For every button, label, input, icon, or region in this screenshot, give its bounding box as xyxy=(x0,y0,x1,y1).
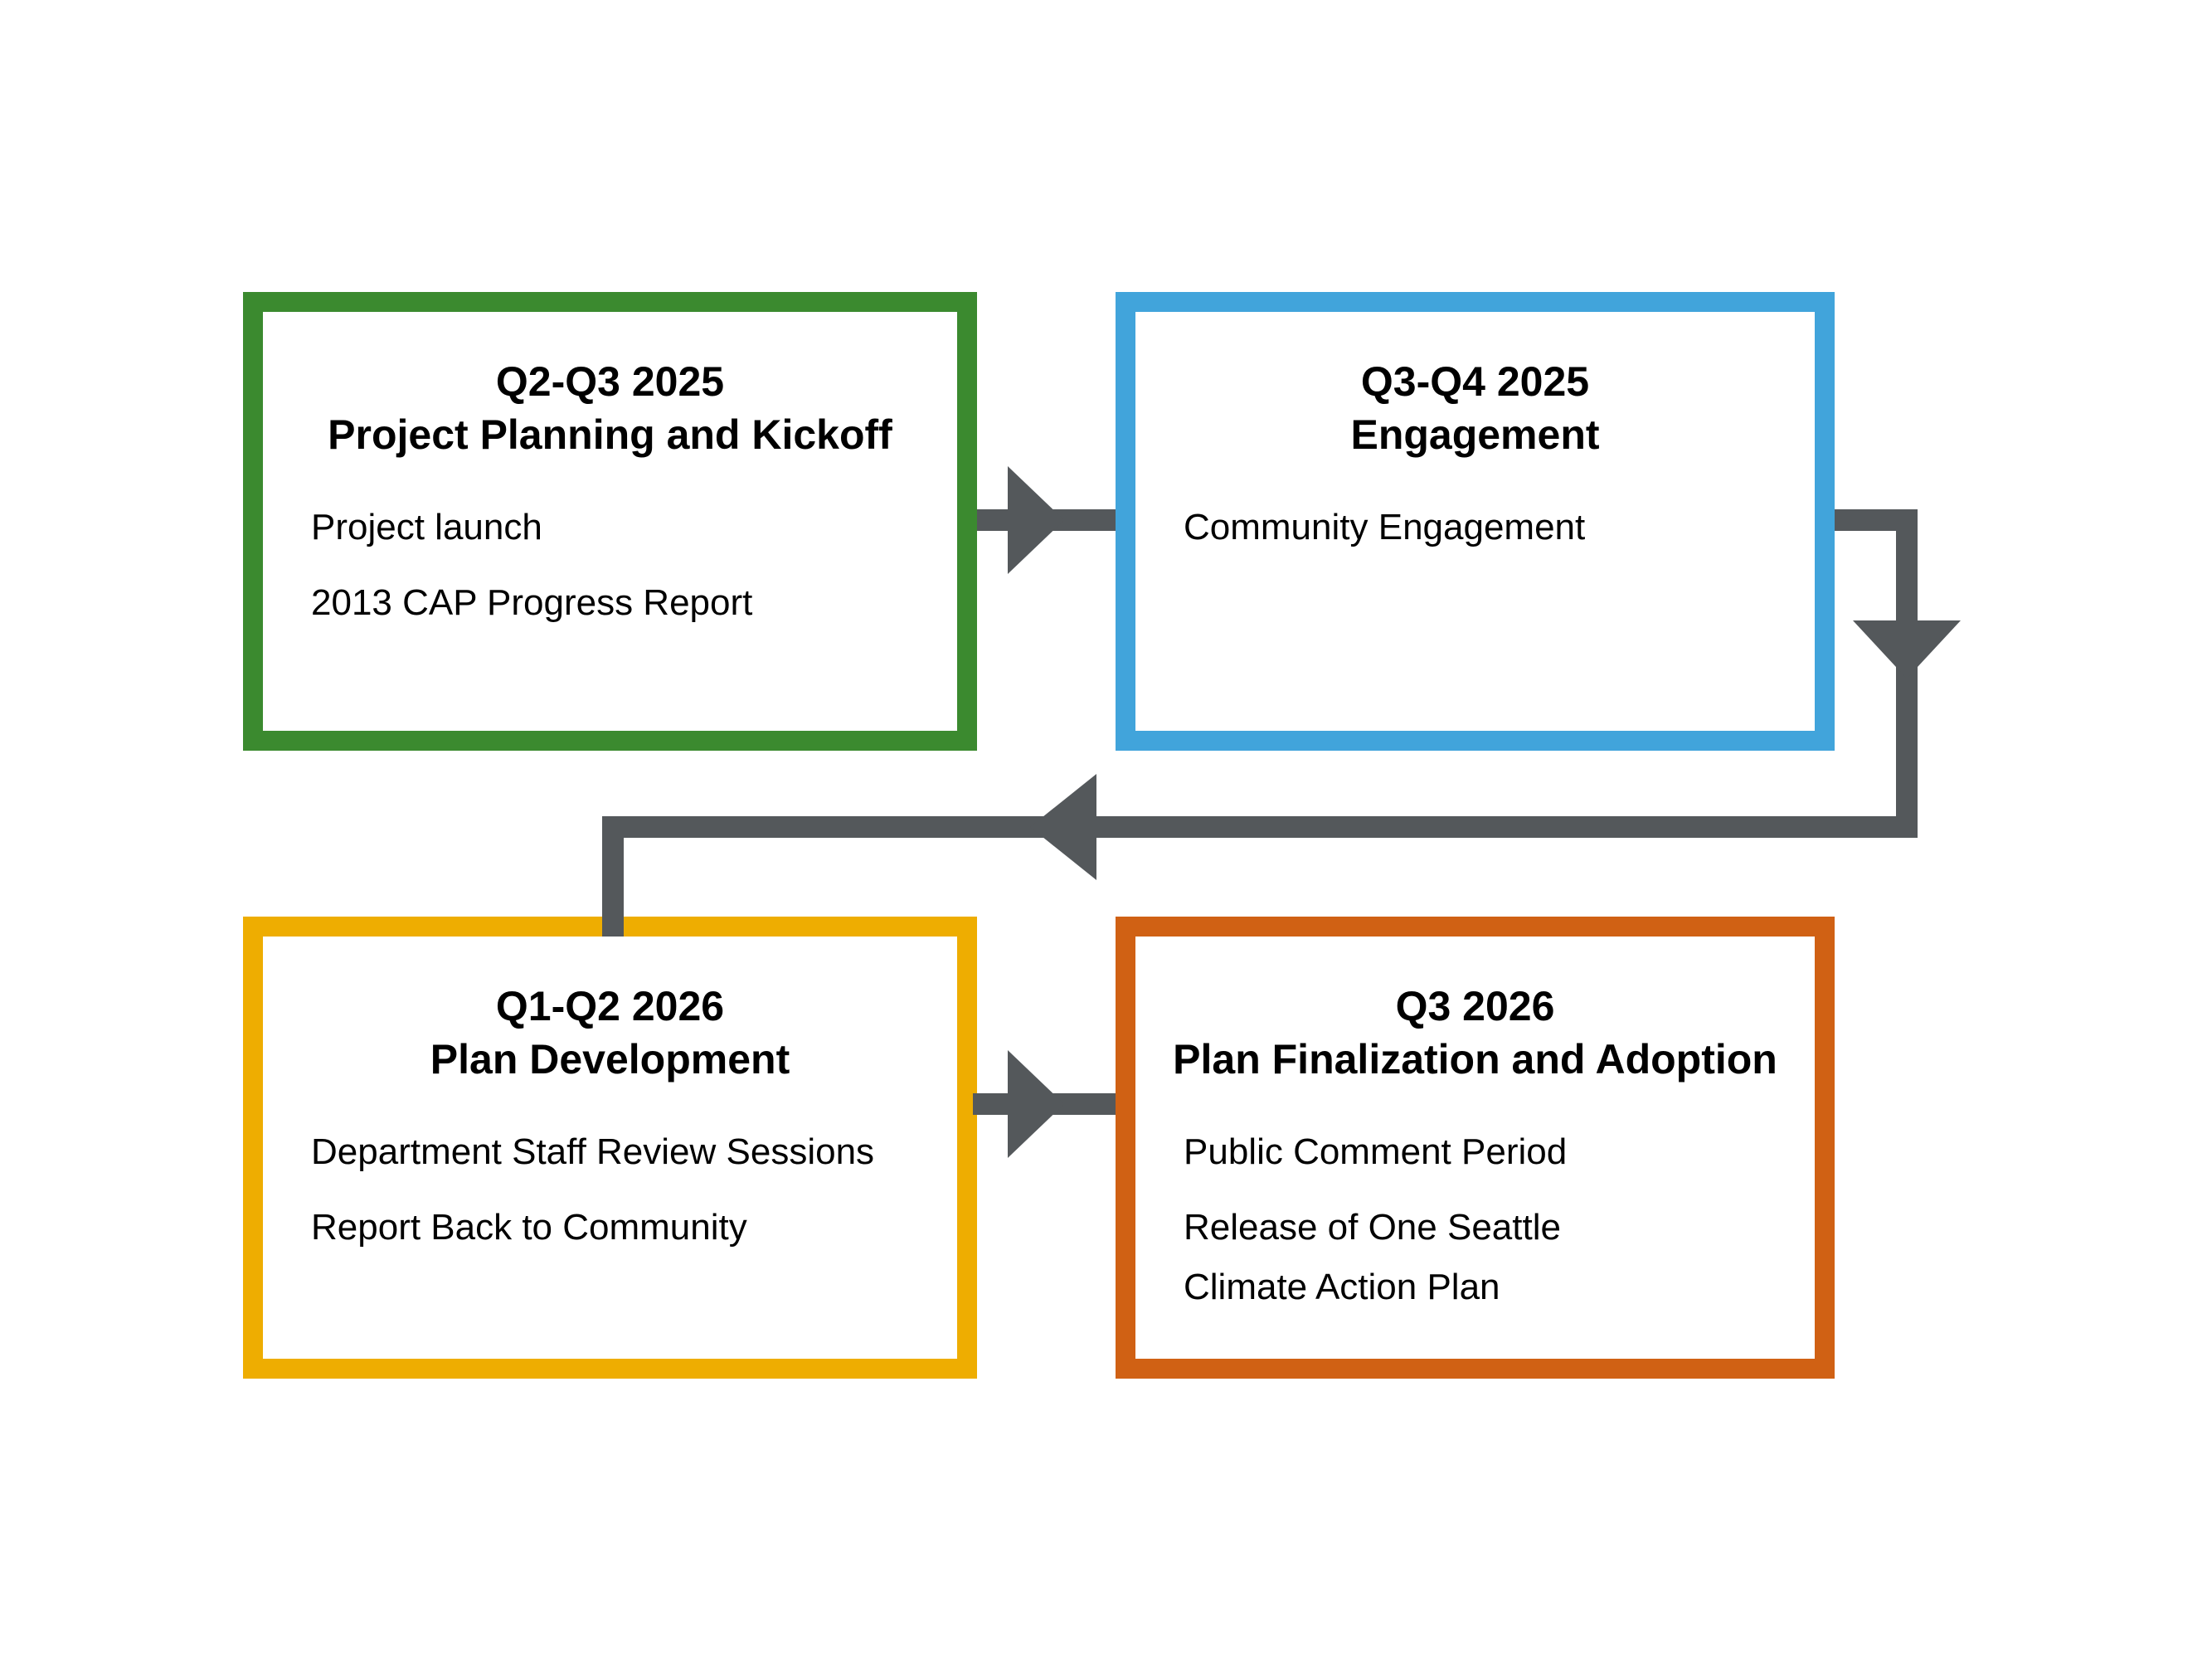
connector-drop xyxy=(602,816,624,937)
stage-header: Q1-Q2 2026 Plan Development xyxy=(263,980,957,1086)
connector-return-line xyxy=(602,816,1918,838)
stage-items: Community Engagement xyxy=(1184,498,1782,573)
stage-header: Q2-Q3 2025 Project Planning and Kickoff xyxy=(263,355,957,461)
stage-box-plan-finalization: Q3 2026 Plan Finalization and Adoption P… xyxy=(1116,917,1835,1379)
arrow-head-left-icon xyxy=(1030,774,1096,880)
arrow-head-right-icon xyxy=(1008,1050,1064,1158)
stage-title: Engagement xyxy=(1350,411,1600,458)
stage-title: Project Planning and Kickoff xyxy=(328,411,892,458)
stage-box-engagement: Q3-Q4 2025 Engagement Community Engageme… xyxy=(1116,292,1835,751)
stage-item: Department Staff Review Sessions xyxy=(311,1131,875,1172)
stage-title: Plan Finalization and Adoption xyxy=(1173,1036,1777,1082)
stage-item: Project launch xyxy=(311,507,542,547)
stage-item: Community Engagement xyxy=(1184,507,1586,547)
stage-items: Public Comment Period Release of One Sea… xyxy=(1184,1122,1782,1333)
stage-box-plan-development: Q1-Q2 2026 Plan Development Department S… xyxy=(243,917,977,1379)
stage-box-project-planning: Q2-Q3 2025 Project Planning and Kickoff … xyxy=(243,292,977,751)
stage-items: Department Staff Review Sessions Report … xyxy=(311,1122,924,1273)
stage-item: 2013 CAP Progress Report xyxy=(311,582,753,623)
arrow-head-right-icon xyxy=(1008,466,1064,574)
stage-period: Q3-Q4 2025 xyxy=(1360,358,1590,405)
stage-period: Q3 2026 xyxy=(1395,983,1555,1029)
stage-period: Q1-Q2 2026 xyxy=(495,983,725,1029)
stage-items: Project launch 2013 CAP Progress Report xyxy=(311,498,924,649)
stage-item: Report Back to Community xyxy=(311,1207,747,1248)
stage-item: Public Comment Period xyxy=(1184,1131,1568,1172)
stage-item: Release of One Seattle Climate Action Pl… xyxy=(1184,1207,1561,1307)
stage-header: Q3-Q4 2025 Engagement xyxy=(1135,355,1815,461)
stage-period: Q2-Q3 2025 xyxy=(495,358,725,405)
stage-title: Plan Development xyxy=(430,1036,790,1082)
arrow-head-down-icon xyxy=(1853,620,1961,679)
stage-header: Q3 2026 Plan Finalization and Adoption xyxy=(1135,980,1815,1086)
